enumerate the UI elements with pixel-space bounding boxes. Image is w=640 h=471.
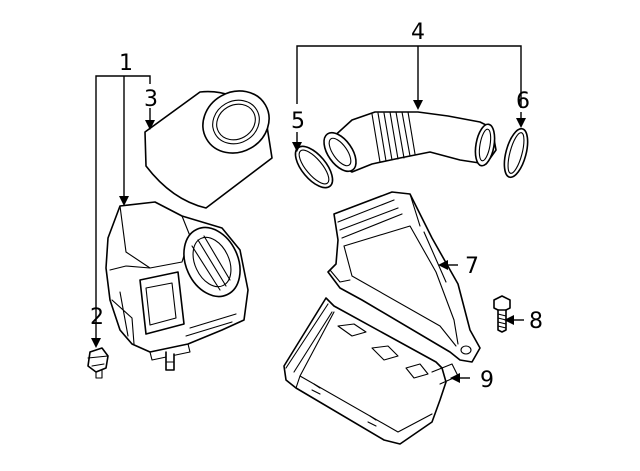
callout-3: 3 (144, 87, 158, 112)
callout-9: 9 (480, 368, 494, 393)
bolt (493, 295, 511, 333)
callout-labels: 1 2 3 4 5 6 7 8 9 (90, 20, 543, 393)
callout-6: 6 (516, 89, 530, 114)
air-duct (327, 191, 481, 363)
callout-1: 1 (119, 51, 133, 76)
grommet (87, 347, 109, 379)
callout-8: 8 (529, 309, 543, 334)
arrow-4 (413, 100, 423, 110)
leader-arrows (91, 100, 526, 383)
air-filter-element (144, 90, 273, 209)
intake-hose (323, 111, 497, 173)
arrow-1 (119, 196, 129, 206)
air-deflector (283, 297, 459, 445)
clamp-right (503, 127, 529, 179)
arrow-6 (516, 118, 526, 128)
arrow-3 (145, 120, 155, 130)
callout-2: 2 (90, 305, 104, 330)
arrow-8 (504, 315, 514, 325)
air-cleaner-housing (105, 201, 249, 371)
arrow-9 (450, 373, 460, 383)
arrow-2 (91, 338, 101, 348)
arrow-5 (292, 142, 302, 152)
callout-5: 5 (291, 109, 305, 134)
callout-7: 7 (465, 254, 479, 279)
arrow-7 (438, 260, 448, 270)
callout-4: 4 (411, 20, 425, 45)
leader-lines (95, 45, 524, 379)
